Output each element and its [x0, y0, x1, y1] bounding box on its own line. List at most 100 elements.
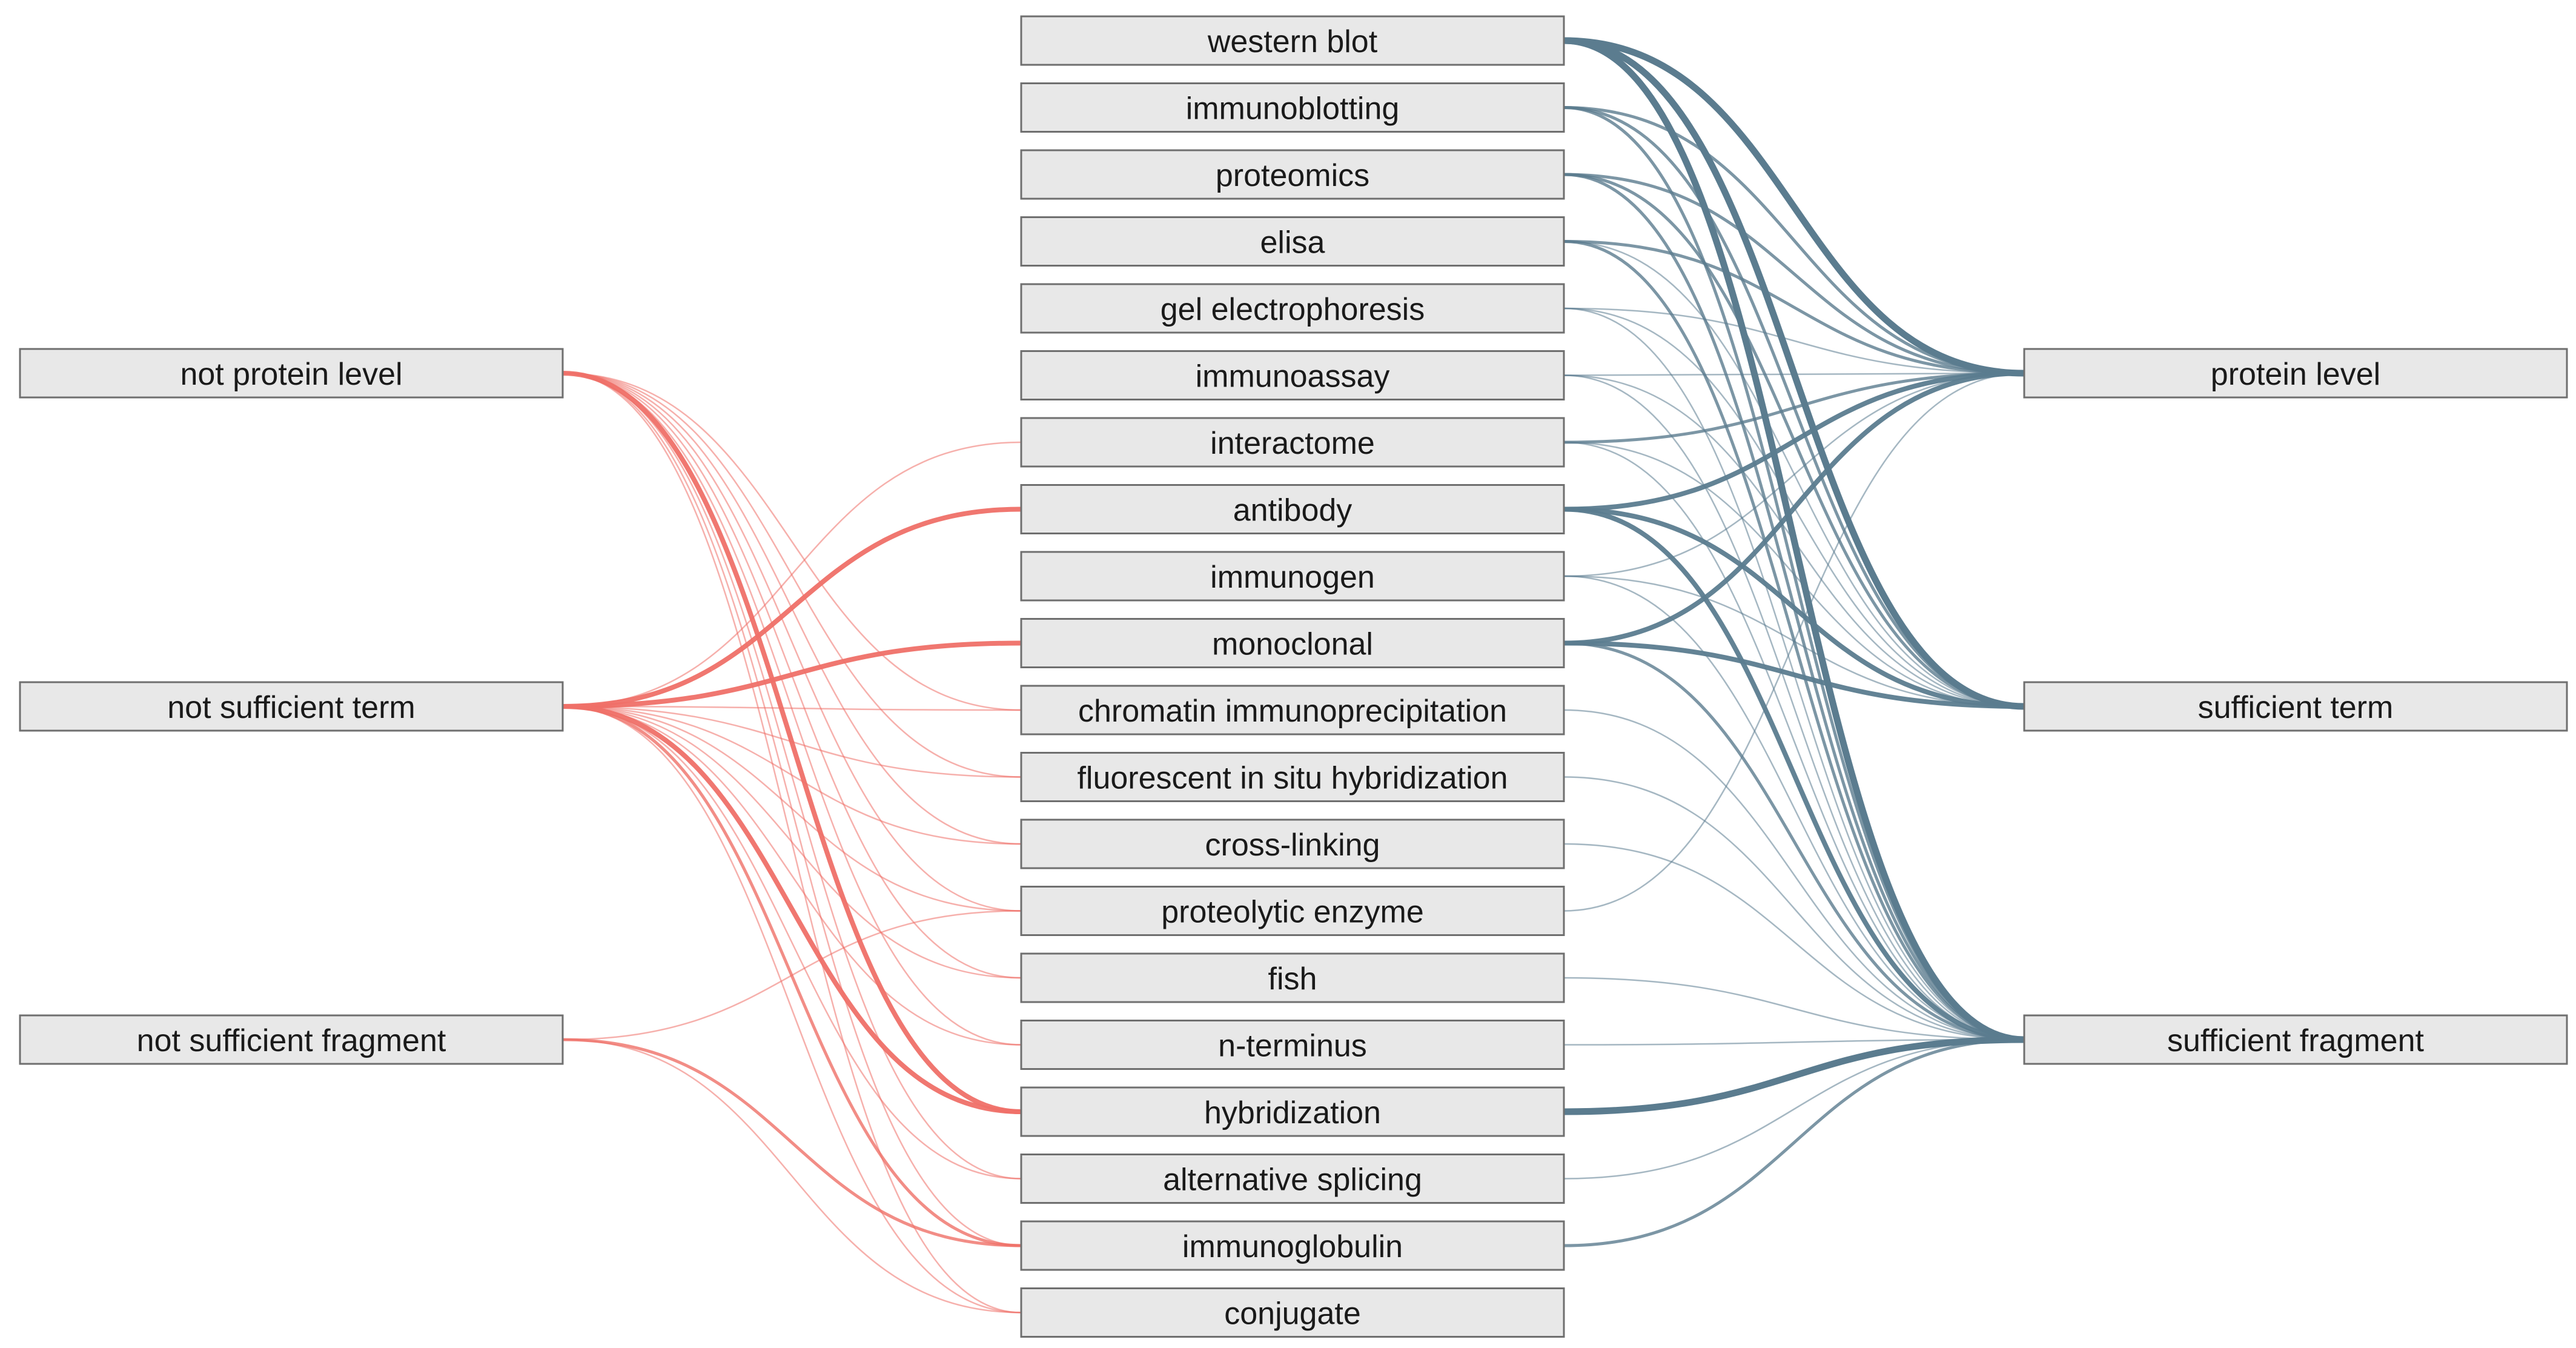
node-label: not protein level	[180, 357, 402, 392]
node-conjugate: conjugate	[1020, 1287, 1565, 1338]
node-label: cross-linking	[1205, 828, 1380, 863]
node-monoclonal: monoclonal	[1020, 618, 1565, 668]
node-proteolytic-enzyme: proteolytic enzyme	[1020, 886, 1565, 936]
node-protein-level: protein level	[2023, 348, 2568, 399]
node-alternative-splicing: alternative splicing	[1020, 1154, 1565, 1204]
node-label: proteomics	[1216, 158, 1369, 193]
node-box	[1020, 1020, 1565, 1070]
node-antibody: antibody	[1020, 484, 1565, 534]
edge-mono-pl	[1563, 371, 2025, 646]
edge-nterm-sf	[1563, 1038, 2025, 1046]
edge-nst-ab	[562, 506, 1022, 709]
node-sufficient-fragment: sufficient fragment	[2023, 1014, 2568, 1065]
node-immunoblotting: immunoblotting	[1020, 82, 1565, 133]
node-label: fish	[1268, 961, 1317, 997]
node-layer: not protein level not sufficient term no…	[19, 15, 2568, 1338]
edge-nst-xl	[562, 705, 1022, 845]
node-box	[1020, 350, 1565, 400]
node-box	[1020, 82, 1565, 133]
node-box	[1020, 1287, 1565, 1338]
node-label: conjugate	[1224, 1297, 1361, 1332]
node-label: not sufficient fragment	[137, 1023, 446, 1058]
node-label: chromatin immunoprecipitation	[1078, 694, 1507, 729]
node-not-protein-level: not protein level	[19, 348, 564, 399]
edge-chip-sf	[1563, 709, 2025, 1041]
node-label: antibody	[1233, 493, 1353, 528]
node-box	[1020, 618, 1565, 668]
node-label: sufficient fragment	[2167, 1023, 2424, 1058]
node-western-blot: western blot	[1020, 15, 1565, 66]
node-box	[1020, 216, 1565, 267]
node-sufficient-term: sufficient term	[2023, 681, 2568, 732]
edge-ab-sf	[1563, 506, 2025, 1042]
edge-nst-chip	[562, 705, 1022, 711]
node-immunogen: immunogen	[1020, 551, 1565, 602]
edge-prot-pl	[1563, 173, 2025, 375]
edge-xl-sf	[1563, 843, 2025, 1041]
node-label: immunoassay	[1196, 359, 1390, 394]
edge-elisa-pl	[1563, 240, 2025, 375]
edge-ia-st	[1563, 374, 2025, 708]
edge-alt-sf	[1563, 1038, 2025, 1180]
node-box	[19, 681, 564, 732]
node-label: fluorescent in situ hybridization	[1077, 761, 1508, 796]
node-label: n-terminus	[1218, 1029, 1367, 1064]
edge-npl-chip	[562, 372, 1022, 711]
node-label: protein level	[2211, 357, 2380, 392]
edge-mono-sf	[1563, 642, 2025, 1041]
edge-nst-fisf	[562, 705, 1022, 778]
edge-inter-pl	[1563, 371, 2025, 444]
node-box	[1020, 283, 1565, 334]
node-label: sufficient term	[2198, 690, 2394, 725]
node-box	[1020, 15, 1565, 66]
edge-ab-pl	[1563, 371, 2025, 512]
edge-inter-sf	[1563, 441, 2025, 1041]
edge-nsf-pe	[562, 910, 1022, 1041]
node-label: hybridization	[1204, 1095, 1381, 1131]
node-elisa: elisa	[1020, 216, 1565, 267]
edge-ab-st	[1563, 506, 2025, 709]
node-box	[1020, 886, 1565, 936]
node-label: immunoblotting	[1186, 91, 1400, 127]
edge-fisf-sf	[1563, 776, 2025, 1041]
edge-pe-pl	[1563, 372, 2025, 912]
node-box	[1020, 952, 1565, 1003]
node-label: interactome	[1210, 426, 1375, 461]
edge-nst-alt	[562, 705, 1022, 1180]
node-hybridization: hybridization	[1020, 1086, 1565, 1137]
edge-layer	[562, 37, 2025, 1313]
node-box	[1020, 484, 1565, 534]
edge-nst-nterm	[562, 705, 1022, 1046]
edge-nst-pe	[562, 705, 1022, 912]
node-proteomics: proteomics	[1020, 149, 1565, 200]
edge-fish-sf	[1563, 977, 2025, 1041]
node-box	[1020, 1220, 1565, 1271]
node-box	[1020, 417, 1565, 468]
node-label: proteolytic enzyme	[1161, 895, 1424, 930]
node-gel-electrophoresis: gel electrophoresis	[1020, 283, 1565, 334]
node-fish: fish	[1020, 952, 1565, 1003]
node-label: immunogen	[1210, 560, 1375, 595]
node-box	[1020, 818, 1565, 869]
node-box	[1020, 1086, 1565, 1137]
edge-npl-pe	[562, 372, 1022, 912]
edge-nst-fish	[562, 705, 1022, 979]
edge-ib-pl	[1563, 106, 2025, 375]
node-label: monoclonal	[1212, 627, 1373, 662]
node-not-sufficient-fragment: not sufficient fragment	[19, 1014, 564, 1065]
node-fluorescent-in-situ-hybridization: fluorescent in situ hybridization	[1020, 752, 1565, 802]
node-interactome: interactome	[1020, 417, 1565, 468]
edge-img-pl	[1563, 372, 2025, 577]
edge-nst-mono	[562, 640, 1022, 709]
node-box	[1020, 149, 1565, 200]
edge-ia-sf	[1563, 374, 2025, 1041]
node-box	[2023, 681, 2568, 732]
edge-nsf-igl	[562, 1038, 1022, 1247]
node-box	[1020, 551, 1565, 602]
node-immunoassay: immunoassay	[1020, 350, 1565, 400]
node-label: elisa	[1260, 225, 1325, 261]
node-box	[2023, 1014, 2568, 1065]
node-box	[1020, 752, 1565, 802]
edge-mono-st	[1563, 640, 2025, 709]
